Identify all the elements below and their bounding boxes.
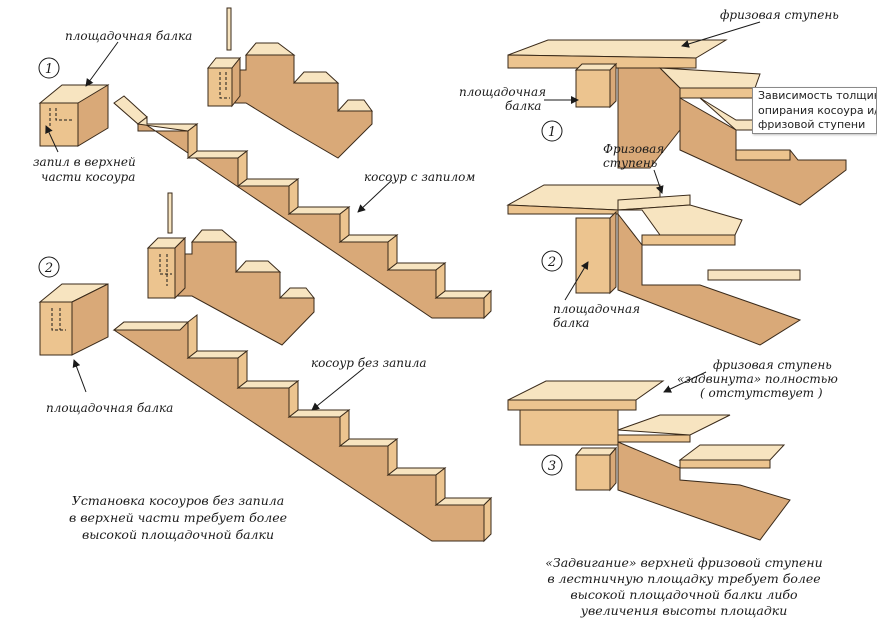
stringer-plain-risers	[187, 313, 492, 543]
stringer-notched-top	[113, 95, 148, 125]
label-stringer-plain: косоур без запила	[311, 356, 427, 370]
caption-left-line1: Установка косоуров без запила	[72, 493, 284, 508]
tooltip-line1: Зависимость толщин	[758, 89, 877, 102]
arrow-stringer-notched	[357, 179, 393, 213]
label-stringer-notched: косоур с запилом	[364, 170, 475, 184]
arrow-landing-beam-2	[72, 359, 87, 393]
tooltip-line3: фризовой ступени	[758, 118, 866, 131]
label-beam-r1-line2: балка	[505, 99, 541, 113]
svg-text:1: 1	[45, 62, 53, 77]
landing-beam-r1	[575, 69, 611, 108]
arrow-frieze-1	[681, 21, 761, 48]
svg-text:1: 1	[548, 125, 556, 140]
label-beam-r2-line1: площадочная	[553, 302, 640, 316]
svg-text:2: 2	[547, 255, 556, 270]
frieze-step-variant-3	[507, 380, 791, 541]
support-post-lower	[167, 192, 173, 234]
caption-right-line4: увеличения высоты площадки	[580, 603, 788, 618]
landing-beam-detail-2	[39, 301, 73, 356]
figure-number-right-2: 2	[541, 250, 563, 272]
svg-text:3: 3	[548, 459, 556, 474]
caption-right-line2: в лестничную площадку требует более	[547, 571, 820, 586]
frieze-step-variant-1	[507, 39, 847, 206]
figure-number-right-1: 1	[541, 120, 563, 142]
landing-beam-r2	[575, 217, 611, 294]
stringer-with-notch-figure	[38, 7, 493, 320]
label-frieze-2-line2: ступень	[603, 156, 657, 170]
arrow-beam-r2	[564, 261, 589, 301]
label-frieze-1: фризовая ступень	[720, 8, 839, 22]
arrow-frieze-2	[653, 169, 664, 194]
caption-right-line3: высокой площадочной балки либо	[570, 587, 797, 602]
label-landing-beam-2: площадочная балка	[46, 401, 173, 415]
caption-left-line3: высокой площадочной балки	[82, 527, 274, 542]
tooltip-line2: опирания косоура и/	[758, 103, 877, 117]
stringer-notched-risers	[187, 122, 492, 320]
label-frieze-3-line3: ( отстутствует )	[700, 386, 823, 400]
arrow-landing-beam-1	[85, 41, 119, 87]
arrow-frieze-3	[663, 371, 707, 393]
caption-left-line2: в верхней части требует более	[69, 510, 287, 525]
label-frieze-2-line1: Фризовая	[603, 142, 664, 156]
label-landing-beam-1: площадочная балка	[65, 29, 192, 43]
support-post-upper	[226, 7, 232, 51]
caption-right-line1: «Задвигание» верхней фризовой ступени	[545, 555, 822, 570]
tooltip-popup: Зависимость толщин опирания косоура и/ ф…	[752, 87, 877, 134]
frieze-step-variant-2	[506, 184, 802, 346]
svg-text:2: 2	[44, 261, 53, 276]
label-frieze-3-line1: фризовая ступень	[713, 358, 832, 372]
label-frieze-3-line2: «задвинута» полностью	[677, 372, 838, 386]
label-beam-r1-line1: площадочная	[459, 85, 546, 99]
label-beam-r2-line2: балка	[553, 316, 589, 330]
label-notch-line1: запил в верхней	[33, 155, 136, 169]
landing-beam-lower	[147, 247, 176, 299]
stringer-rear-treads	[244, 42, 373, 112]
figure-number-left-1: 1	[38, 57, 60, 79]
figure-number-right-3: 3	[541, 454, 563, 476]
stringer-plain-side	[113, 321, 485, 542]
figure-number-left-2: 2	[38, 256, 60, 278]
label-notch-line2: части косоура	[41, 170, 135, 184]
arrow-notch	[45, 125, 59, 153]
landing-beam-r3	[575, 454, 611, 491]
landing-beam-detail-1	[39, 102, 79, 147]
stringer-without-notch-figure	[38, 192, 493, 543]
arrow-stringer-plain	[311, 367, 365, 411]
